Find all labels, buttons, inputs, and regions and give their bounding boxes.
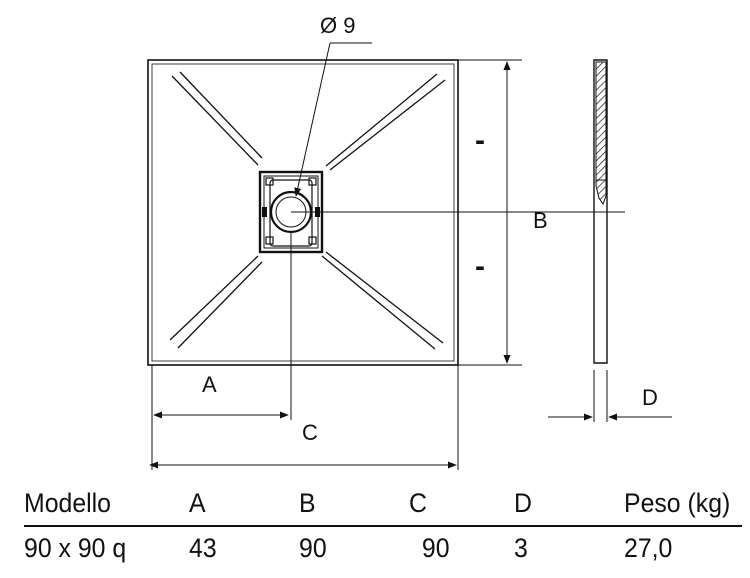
dimension-d: D — [548, 370, 672, 422]
shower-tray-technical-drawing: Ø 9 - - B D A C — [147, 13, 672, 470]
dimension-b: - - B — [458, 59, 548, 366]
dash-mark-top: - — [475, 124, 485, 157]
spec-table: Modello A B C D Peso (kg) 90 x 90 q 43 9… — [24, 484, 742, 564]
header-b: B — [299, 488, 316, 518]
tray-side-profile — [593, 59, 608, 364]
cell-a: 43 — [189, 533, 217, 563]
table-header-row: Modello A B C D Peso (kg) — [24, 484, 742, 526]
label-a: A — [202, 372, 217, 397]
cell-peso: 27,0 — [624, 533, 673, 563]
cell-d: 3 — [514, 533, 528, 563]
header-a: A — [189, 488, 206, 518]
cell-modello: 90 x 90 q — [24, 533, 127, 563]
label-c: C — [302, 420, 318, 445]
header-d: D — [514, 488, 532, 518]
label-d: D — [642, 385, 658, 410]
diameter-callout: Ø 9 — [294, 13, 372, 197]
header-c: C — [409, 488, 427, 518]
cell-b: 90 — [299, 533, 327, 563]
cell-c: 90 — [421, 533, 450, 563]
header-modello: Modello — [24, 488, 111, 518]
dash-mark-bottom: - — [475, 250, 485, 283]
header-peso: Peso (kg) — [624, 488, 731, 518]
diameter-label: Ø 9 — [320, 13, 355, 38]
table-row: 90 x 90 q 43 90 90 3 27,0 — [24, 526, 742, 564]
label-b: B — [533, 208, 548, 233]
slope-lines — [169, 71, 446, 350]
dimension-c: C — [149, 365, 459, 470]
dimension-a: A — [151, 232, 292, 470]
